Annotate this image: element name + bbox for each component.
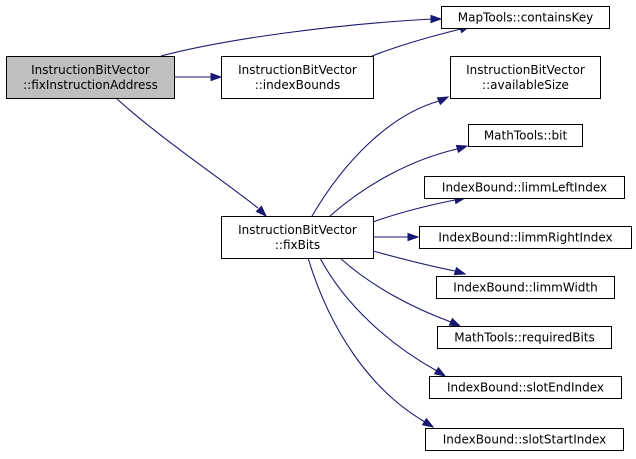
- edge-line: [115, 97, 259, 209]
- edge-root-to-fixBits: [115, 97, 268, 218]
- arrowhead-icon: [448, 317, 462, 327]
- edge-line: [372, 199, 456, 223]
- edge-root-to-indexBounds: [174, 72, 223, 82]
- node-label: MathTools::bit: [484, 129, 568, 143]
- node-fixBits[interactable]: InstructionBitVector::fixBits: [221, 216, 374, 259]
- edge-line: [160, 18, 433, 57]
- node-label: MathTools::requiredBits: [454, 331, 594, 345]
- node-label: IndexBound::slotStartIndex: [443, 433, 607, 447]
- node-box: [425, 428, 624, 451]
- arrowhead-icon: [407, 232, 420, 242]
- arrowhead-icon: [453, 266, 467, 276]
- edge-fixBits-to-bit: [329, 144, 469, 217]
- node-root: InstructionBitVector::fixInstructionAddr…: [6, 56, 175, 99]
- edge-line: [371, 28, 462, 57]
- node-label: ::indexBounds: [255, 78, 341, 92]
- edge-fixBits-to-limmLeftIndex: [372, 195, 467, 223]
- edge-line: [319, 257, 438, 372]
- edge-indexBounds-to-containsKey: [371, 25, 472, 57]
- arrowhead-icon: [433, 366, 447, 377]
- edge-line: [307, 257, 426, 423]
- edge-line: [372, 250, 456, 272]
- node-label: ::fixInstructionAddress: [23, 78, 158, 92]
- edge-fixBits-to-slotStartIndex: [307, 257, 435, 428]
- arrowhead-icon: [210, 72, 223, 82]
- node-box: [468, 124, 583, 147]
- nodes-layer: InstructionBitVector::fixInstructionAddr…: [6, 6, 632, 451]
- node-containsKey[interactable]: MapTools::containsKey: [441, 6, 610, 29]
- node-label: IndexBound::limmLeftIndex: [442, 181, 607, 195]
- edge-line: [339, 257, 452, 323]
- node-box: [437, 326, 612, 349]
- edge-root-to-containsKey: [160, 14, 443, 57]
- node-box: [221, 56, 374, 99]
- edge-line: [311, 100, 440, 217]
- node-label: IndexBound::slotEndIndex: [447, 381, 604, 395]
- node-box: [424, 176, 625, 199]
- node-availableSize[interactable]: InstructionBitVector::availableSize: [450, 56, 601, 99]
- node-bit[interactable]: MathTools::bit: [468, 124, 583, 147]
- node-indexBounds[interactable]: InstructionBitVector::indexBounds: [221, 56, 374, 99]
- node-limmLeftIndex[interactable]: IndexBound::limmLeftIndex: [424, 176, 625, 199]
- edge-line: [329, 148, 458, 217]
- arrowhead-icon: [455, 144, 469, 154]
- node-label: IndexBound::limmWidth: [453, 281, 597, 295]
- node-box: [429, 376, 622, 399]
- node-label: InstructionBitVector: [31, 63, 150, 77]
- node-box: [450, 56, 601, 99]
- node-slotStartIndex[interactable]: IndexBound::slotStartIndex: [425, 428, 624, 451]
- edge-fixBits-to-limmWidth: [372, 250, 467, 276]
- edge-fixBits-to-requiredBits: [339, 257, 462, 327]
- node-label: InstructionBitVector: [238, 63, 357, 77]
- node-box: [441, 6, 610, 29]
- arrowhead-icon: [421, 417, 435, 428]
- node-label: InstructionBitVector: [466, 63, 585, 77]
- arrowhead-icon: [430, 14, 443, 24]
- node-label: ::fixBits: [275, 238, 320, 252]
- arrowhead-icon: [436, 96, 450, 106]
- node-limmWidth[interactable]: IndexBound::limmWidth: [436, 276, 615, 299]
- node-label: ::availableSize: [482, 78, 569, 92]
- edge-fixBits-to-availableSize: [311, 96, 450, 217]
- node-limmRightIndex[interactable]: IndexBound::limmRightIndex: [419, 226, 632, 249]
- node-box: [221, 216, 374, 259]
- edge-fixBits-to-limmRightIndex: [373, 232, 420, 242]
- node-label: InstructionBitVector: [238, 223, 357, 237]
- node-requiredBits[interactable]: MathTools::requiredBits: [437, 326, 612, 349]
- node-box: [436, 276, 615, 299]
- node-label: MapTools::containsKey: [458, 11, 594, 25]
- edges-layer: [115, 14, 472, 428]
- arrowhead-icon: [255, 205, 268, 218]
- node-box: [419, 226, 632, 249]
- node-label: IndexBound::limmRightIndex: [438, 231, 612, 245]
- edge-fixBits-to-slotEndIndex: [319, 257, 447, 377]
- node-slotEndIndex[interactable]: IndexBound::slotEndIndex: [429, 376, 622, 399]
- node-box: [6, 56, 175, 99]
